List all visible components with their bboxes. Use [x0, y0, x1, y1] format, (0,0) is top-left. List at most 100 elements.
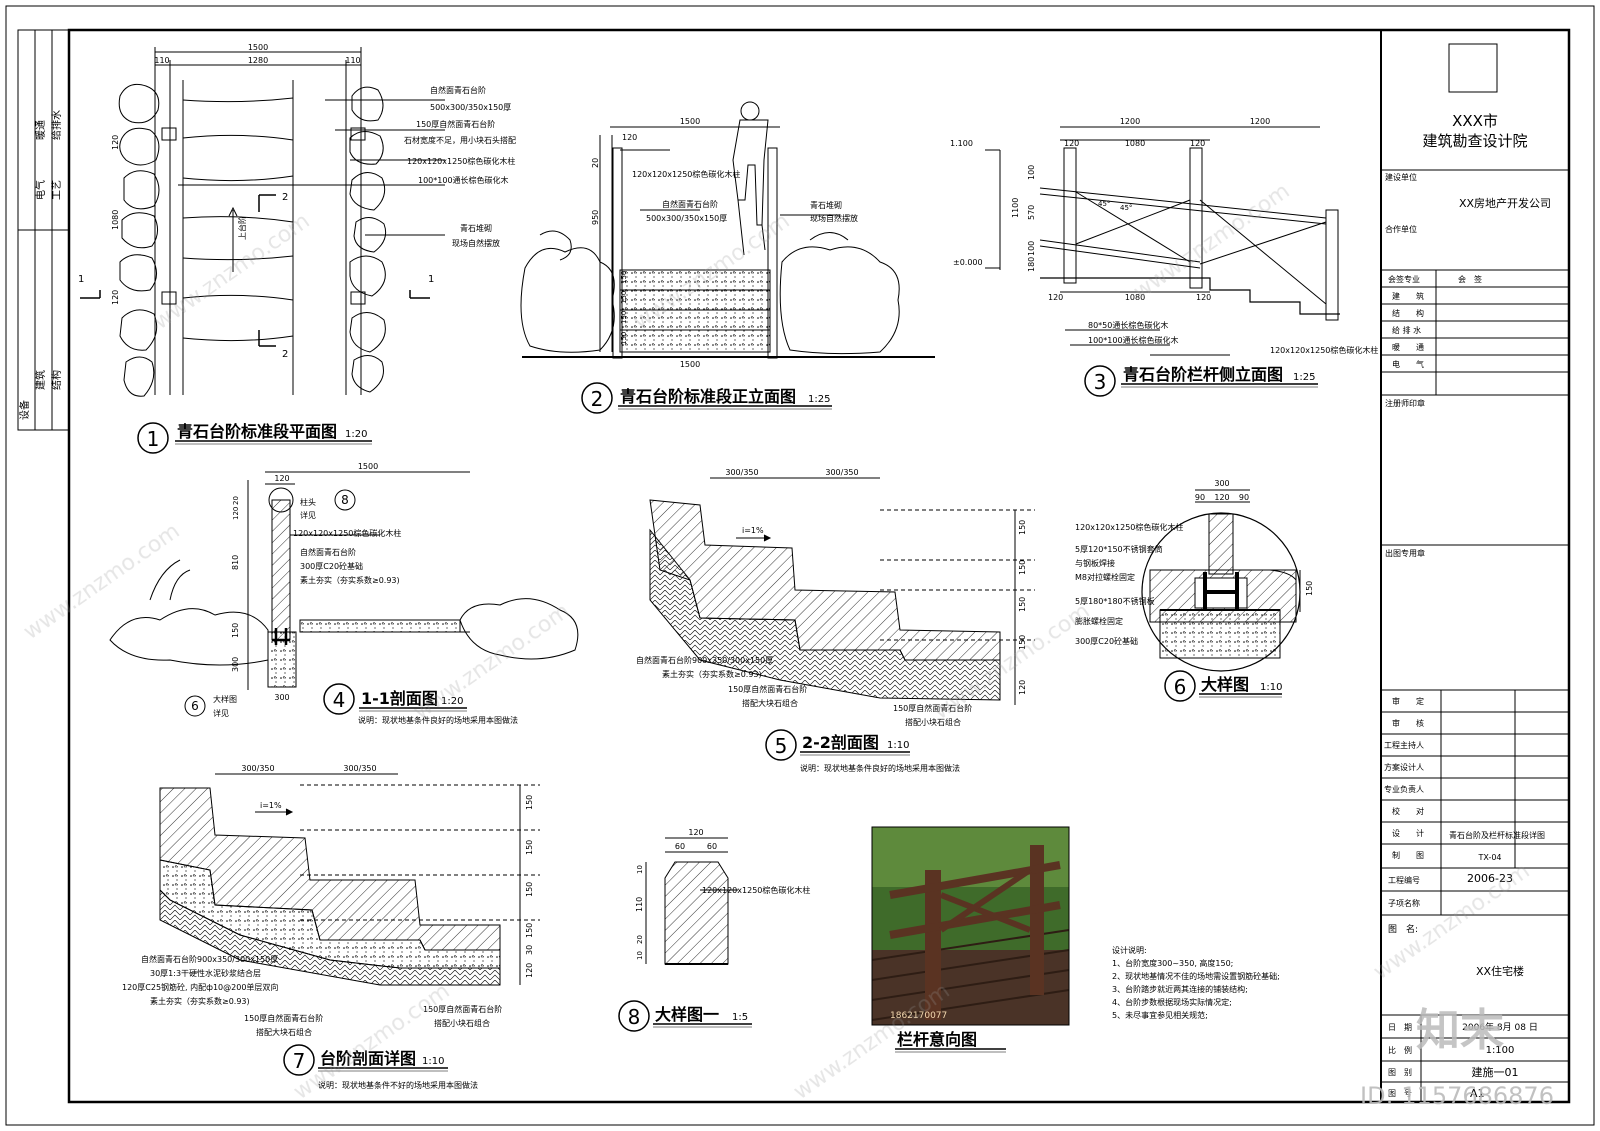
dim-left: 110 — [154, 56, 169, 65]
view-number: 3 — [1094, 370, 1107, 394]
dim-span: 1080 — [1125, 293, 1145, 302]
level-top: 1.100 — [950, 139, 973, 148]
dim-v: 180 — [1027, 257, 1036, 272]
dim-post: 120 — [1048, 293, 1063, 302]
detail6-label: 5厚180*180不锈钢板 — [1075, 596, 1155, 606]
sec7-label: 120厚C25钢筋砼, 内配ф10@200单层双向 — [122, 982, 278, 992]
dim-v: 100 — [1027, 165, 1036, 180]
sec11-label: 大样图 — [213, 694, 237, 704]
dim-top-right: 1200 — [1250, 117, 1270, 126]
detail6-label: 120x120x1250棕色碳化木柱 — [1075, 522, 1183, 532]
watermark-site: www.znzmo.com — [409, 599, 574, 725]
view-3-text: 1200 1200 120 1080 120 1080 120 120 1.10… — [950, 117, 1378, 355]
view-scale: 1:10 — [422, 1056, 444, 1067]
sec11-label: 自然面青石台阶 — [300, 547, 356, 557]
view-5-section — [649, 477, 1035, 705]
view-title: 大样图 — [1201, 675, 1249, 694]
up-arrow-label: 上台阶 — [237, 216, 247, 240]
dim-h: 150 — [525, 923, 534, 938]
view-6-detail — [1141, 489, 1301, 672]
subitem-label: 子项名称 — [1388, 898, 1420, 908]
detail6-label: 与钢板焊接 — [1075, 558, 1115, 568]
strip-label-top: 工艺 — [51, 180, 63, 200]
view-number: 5 — [775, 734, 788, 758]
sec11-label: 详见 — [213, 708, 229, 718]
view-number: 4 — [333, 688, 346, 712]
scale-value: 1:100 — [1486, 1045, 1515, 1056]
view-number: 6 — [1174, 675, 1187, 699]
dim-bottom: 1500 — [680, 360, 700, 369]
dim-w: 300/350 — [343, 764, 376, 773]
dim-h: 150 — [231, 623, 240, 638]
dim-h: 150 — [1018, 597, 1027, 612]
dim-h: 30 — [525, 945, 534, 955]
role-label: 工程主持人 — [1384, 740, 1424, 750]
dim-step: 150 — [620, 332, 628, 345]
rail-label: 120x120x1250棕色碳化木柱 — [1270, 345, 1378, 355]
view-1-text: 1500 110 1280 110 120 1080 120 自然面青石台阶 5… — [78, 43, 516, 360]
dim-h: 120 — [1018, 680, 1027, 695]
dim-total: 1500 — [358, 462, 378, 471]
view-title: 大样图一 — [655, 1005, 719, 1024]
view-2-text: 1500 1500 120 20 950 150 150 150 150 120… — [591, 117, 858, 369]
role-label: 专业负责人 — [1384, 784, 1424, 794]
dim-h: 20 — [232, 496, 240, 505]
dim-w: 300/350 — [241, 764, 274, 773]
dim-top-left: 1200 — [1120, 117, 1140, 126]
detail6-label: 膨胀螺栓固定 — [1075, 616, 1123, 626]
view-title: 青石台阶标准段平面图 — [177, 422, 337, 441]
note-good-soil: 说明：现状地基条件良好的场地采用本图做法 — [358, 715, 518, 725]
notes-title: 设计说明: — [1112, 945, 1147, 955]
view-5-text: 300/350 300/350 i=1% 150 150 150 150 120… — [636, 468, 1027, 727]
sec7-label: 30厚1:3干硬性水泥砂浆结合层 — [150, 968, 261, 978]
sec22-label: 自然面青石台阶900x350/300x150厚 — [636, 655, 773, 665]
cut-mark-1: 1 — [428, 274, 434, 285]
watermark-site: www.znzmo.com — [1129, 179, 1294, 305]
date-value: 2006年 8月 08 日 — [1462, 1021, 1538, 1033]
title-block — [1380, 30, 1569, 1102]
size-value: A1 — [1470, 1087, 1485, 1100]
role-label: 校 对 — [1392, 806, 1424, 816]
note-good-soil: 说明：现状地基条件良好的场地采用本图做法 — [800, 763, 960, 773]
view-8-caption: 8 大样图一 1:5 — [618, 1000, 752, 1032]
sec7-label: 150厚自然面青石台阶 — [423, 1004, 502, 1014]
dim-h1: 120 — [111, 135, 120, 150]
cut-mark-1: 1 — [78, 274, 84, 285]
sec7-label: 150厚自然面青石台阶 — [244, 1013, 323, 1023]
view-title: 台阶剖面详图 — [320, 1049, 416, 1068]
view-7-text: 300/350 300/350 i=1% 150 150 150 150 30 … — [122, 764, 534, 1037]
elev-label: 现场自然摆放 — [810, 213, 858, 223]
watermark-site: www.znzmo.com — [19, 519, 184, 645]
detail-ref-6: 6 — [191, 699, 199, 713]
elev-label: 青石堆砌 — [810, 200, 842, 210]
inner-border — [67, 28, 1571, 1104]
dim-h-a: 20 — [591, 158, 600, 168]
project-no-label: 工程编号 — [1388, 875, 1420, 885]
project-no-value: 2006-23 — [1467, 872, 1513, 885]
view-number: 8 — [628, 1005, 641, 1029]
note-item: 3、台阶踏步就近两其连接的铺装结构; — [1112, 984, 1248, 994]
view-6-text: 300 90 120 90 150 120x120x1250棕色碳化木柱 5厚1… — [1075, 479, 1314, 646]
dim-h: 150 — [1018, 560, 1027, 575]
dim-b: 120 — [1214, 493, 1229, 502]
dim-h: 120 — [232, 507, 240, 520]
sec22-label: 素土夯实（夯实系数≥0.93) — [662, 669, 762, 679]
note-item: 4、台阶步数根据现场实际情况定; — [1112, 997, 1232, 1007]
view-2-caption: 2 青石台阶标准段正立面图 1:25 — [581, 382, 832, 414]
rail-label: 100*100通长棕色碳化木 — [1088, 335, 1179, 345]
plan-label: 100*100通长棕色碳化木 — [418, 175, 509, 185]
role-label: 制 图 — [1392, 850, 1424, 860]
sec11-label: 详见 — [300, 510, 316, 520]
scale-label: 比 例 — [1388, 1045, 1412, 1055]
dim-v: 570 — [1027, 205, 1036, 220]
strip-label-bottom: 结构 — [50, 370, 63, 390]
dim-h: 10 — [636, 951, 644, 960]
detail6-label: 5厚120*150不锈钢套筒 — [1075, 544, 1163, 554]
detail-ref-8: 8 — [341, 493, 349, 507]
dim-total: 120 — [688, 828, 703, 837]
sec11-label: 300厚C20砼基础 — [300, 561, 363, 571]
brand-mark: 知末 — [1416, 1005, 1504, 1056]
image-id: ID: 1157686876 — [1360, 1082, 1554, 1110]
dim-step: 150 — [620, 311, 628, 324]
sec7-label: 自然面青石台阶900x350/300x150厚 — [141, 954, 278, 964]
